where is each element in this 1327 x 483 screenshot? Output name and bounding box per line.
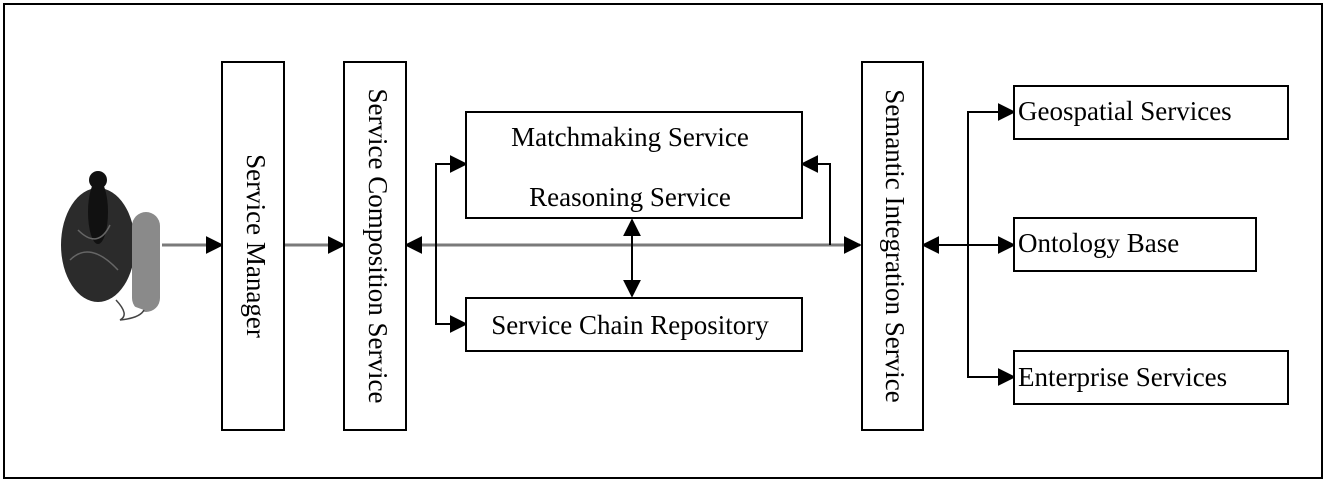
- service-composition-label: Service Composition Service: [363, 89, 393, 404]
- semantic-integration-node: Semantic Integration Service: [861, 61, 924, 431]
- semantic-integration-label: Semantic Integration Service: [880, 89, 910, 402]
- edge-semantic-to-enterprise: [967, 245, 1016, 386]
- enterprise-label: Enterprise Services: [1018, 362, 1227, 392]
- connectors: [162, 103, 1016, 386]
- service-manager-node: Service Manager: [221, 61, 285, 431]
- service-manager-label: Service Manager: [241, 154, 271, 338]
- enterprise-node: Enterprise Services: [1013, 350, 1289, 405]
- geospatial-node: Geospatial Services: [1013, 85, 1289, 140]
- geospatial-label: Geospatial Services: [1018, 96, 1232, 126]
- ontology-node: Ontology Base: [1013, 217, 1257, 272]
- ontology-label: Ontology Base: [1018, 228, 1179, 258]
- user-icon: [61, 171, 160, 321]
- edge-composition-to-chain: [435, 245, 468, 333]
- matchmaking-reasoning-node: Matchmaking Service Reasoning Service: [465, 111, 803, 219]
- edge-composition-to-matchmaking: [435, 155, 468, 245]
- reasoning-label: Reasoning Service: [529, 182, 731, 212]
- edge-semantic-to-matchmaking: [800, 155, 831, 245]
- matchmaking-label: Matchmaking Service: [511, 122, 749, 152]
- service-composition-node: Service Composition Service: [343, 61, 407, 431]
- service-chain-label: Service Chain Repository: [491, 310, 769, 340]
- service-chain-node: Service Chain Repository: [465, 297, 803, 352]
- edge-semantic-to-geospatial: [967, 103, 1016, 245]
